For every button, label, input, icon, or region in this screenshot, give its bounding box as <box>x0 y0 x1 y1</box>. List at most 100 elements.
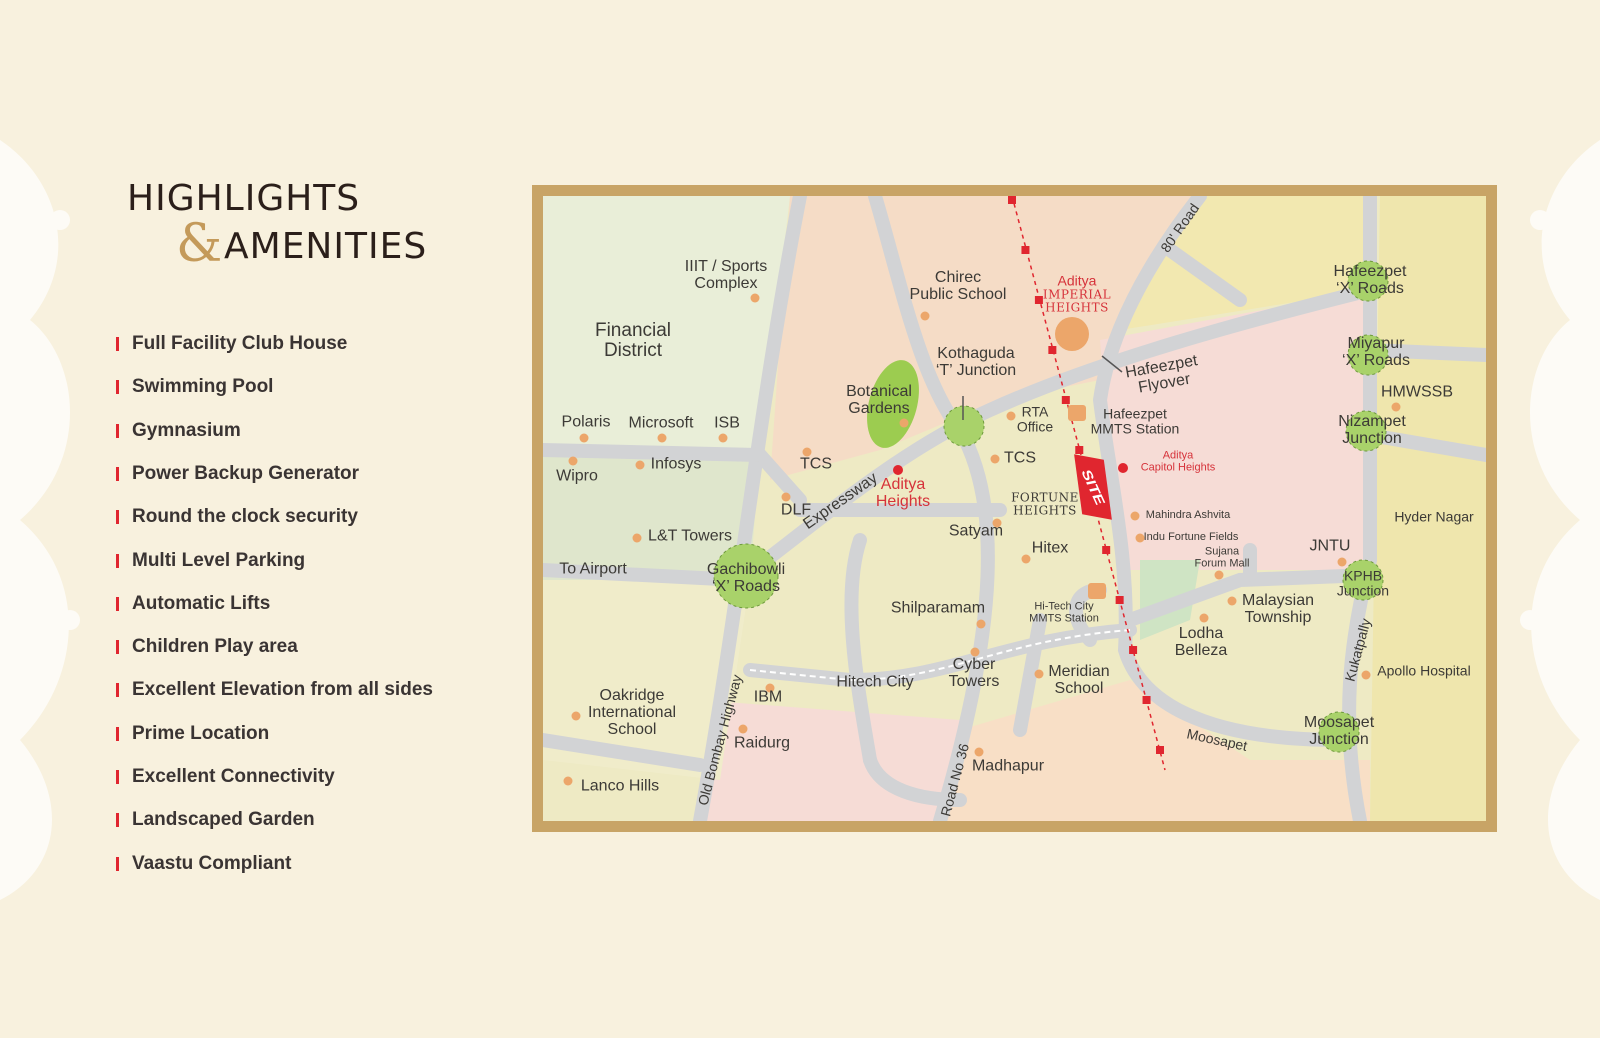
poi-dot-icon <box>635 460 645 470</box>
highlight-label: Round the clock security <box>132 506 358 528</box>
rail-station-marker-icon <box>1034 296 1043 304</box>
highlight-label: Gymnasium <box>132 419 241 441</box>
highlight-label: Landscaped Garden <box>132 809 315 831</box>
damask-ornament-right <box>1520 140 1600 900</box>
junction-hafeezpet-x <box>1347 260 1389 302</box>
map-label-place: Lodha Belleza <box>1174 625 1228 659</box>
bullet-bar-icon <box>116 726 119 741</box>
poi-dot-icon <box>974 747 984 757</box>
map-label-place: Meridian School <box>1048 663 1110 697</box>
region-wipro <box>543 450 760 580</box>
poi-dot-icon <box>1361 670 1371 680</box>
junction-markers <box>713 260 1389 753</box>
poi-dot-icon <box>1021 554 1031 564</box>
region-miyapur <box>1100 290 1370 570</box>
bullet-bar-icon <box>116 770 119 784</box>
heading-amenities: AMENITIES <box>224 226 428 267</box>
map-label-station: Hi-Tech City MMTS Station <box>1029 600 1099 624</box>
heading-highlights: HIGHLIGHTS <box>127 178 361 219</box>
map-label-place: Indu Fortune Fields <box>1143 531 1239 544</box>
rail-station-marker-icon <box>1102 546 1111 554</box>
poi-dot-icon <box>1130 511 1140 521</box>
poi-dot-icon <box>1214 570 1224 580</box>
map-label-place: IBM <box>753 688 783 706</box>
highlight-item: Gymnasium <box>116 420 241 442</box>
junction-gachibowli <box>713 543 779 609</box>
rail-station-marker-icon <box>1115 596 1124 604</box>
map-label-place: Raidurg <box>733 734 791 752</box>
bullet-bar-icon <box>116 640 119 655</box>
junction-miyapur <box>1347 334 1389 376</box>
rail-station-marker-icon <box>1142 696 1151 704</box>
poi-dot-icon <box>1199 613 1209 623</box>
poi-dot-icon <box>1391 402 1401 412</box>
map-label-road: To Airport <box>559 560 627 578</box>
poi-dot-icon <box>781 492 791 502</box>
region-oakridge <box>543 580 750 780</box>
highlight-label: Swimming Pool <box>132 376 274 398</box>
map-label-place: TCS <box>800 455 832 473</box>
region-madhapur <box>940 680 1370 821</box>
highlight-item: Excellent Elevation from all sides <box>116 679 433 701</box>
poi-dot-icon <box>976 619 986 629</box>
map-label-junction: Nizampet Junction <box>1338 413 1406 447</box>
poi-dot-icon <box>579 433 589 443</box>
map-label-junction: Hafeezpet ‘X’ Roads <box>1333 263 1407 297</box>
rail-station-marker-icon <box>1021 246 1030 254</box>
poi-dot-icon <box>992 518 1002 528</box>
junction-nizampet <box>1345 410 1387 452</box>
map-label-junction: Moosapet Junction <box>1303 714 1375 748</box>
region-financial-district <box>543 196 790 450</box>
bullet-bar-icon <box>116 553 119 568</box>
map-label-junction: Miyapur ‘X’ Roads <box>1342 335 1410 369</box>
highlight-label: Prime Location <box>132 722 270 744</box>
highlight-label: Full Facility Club House <box>132 333 348 354</box>
map-label-station: Hafeezpet MMTS Station <box>1090 405 1180 436</box>
poi-dot-icon <box>970 647 980 657</box>
bullet-bar-icon <box>116 683 119 698</box>
map-label-place: JNTU <box>1309 537 1351 555</box>
poi-dot-icon <box>657 433 667 443</box>
bullet-bar-icon <box>116 380 119 395</box>
heading-ampersand: & <box>176 214 224 274</box>
bullet-bar-icon <box>116 596 119 611</box>
poi-dot-icon <box>571 711 581 721</box>
map-label-place: HMWSSB <box>1381 383 1453 401</box>
junction-kothaguda <box>943 405 985 447</box>
highlight-label: Automatic Lifts <box>132 592 271 614</box>
map-label-place: DLF <box>780 501 812 519</box>
bullet-bar-icon <box>116 466 119 481</box>
rail-station-marker-icon <box>1075 446 1084 454</box>
poi-dot-icon <box>920 311 930 321</box>
poi-dot-icon <box>899 418 909 428</box>
highlight-item: Prime Location <box>116 723 269 745</box>
map-label-place: Apollo Hospital <box>1377 662 1471 679</box>
site-badge-label: SITE <box>1077 468 1109 506</box>
highlight-item: Swimming Pool <box>116 376 273 398</box>
poi-dot-icon <box>738 724 748 734</box>
map-label-junction: Gachibowli ‘X’ Roads <box>706 561 786 595</box>
map-label-project: Aditya <box>1057 272 1097 289</box>
highlight-item: Multi Level Parking <box>116 550 305 572</box>
flyover-arrow-icon <box>1101 355 1123 373</box>
map-label-place: Chirec Public School <box>909 269 1007 303</box>
poi-dot-icon <box>990 454 1000 464</box>
map-label-place: Botanical Gardens <box>846 383 912 417</box>
map-label-place: Infosys <box>650 455 702 473</box>
map-label-place: Malaysian Township <box>1241 592 1315 626</box>
poi-markers <box>563 196 1401 786</box>
junction-kphb <box>1342 559 1384 601</box>
map-label-place: Mahindra Ashvita <box>1145 509 1231 522</box>
highlight-item: Round the clock security <box>116 506 358 528</box>
map-label-junction: KPHB Junction <box>1336 567 1390 598</box>
project-dot-icon <box>1118 463 1128 473</box>
poi-dot-icon <box>563 776 573 786</box>
poi-dot-icon <box>802 447 812 457</box>
highlight-label: Children Play area <box>132 636 298 658</box>
rail-station-marker-icon <box>1061 396 1070 404</box>
poi-dot-icon <box>718 433 728 443</box>
highlight-label: Power Backup Generator <box>132 462 360 484</box>
bullet-bar-icon <box>116 856 119 871</box>
poi-dot-icon <box>1006 411 1016 421</box>
